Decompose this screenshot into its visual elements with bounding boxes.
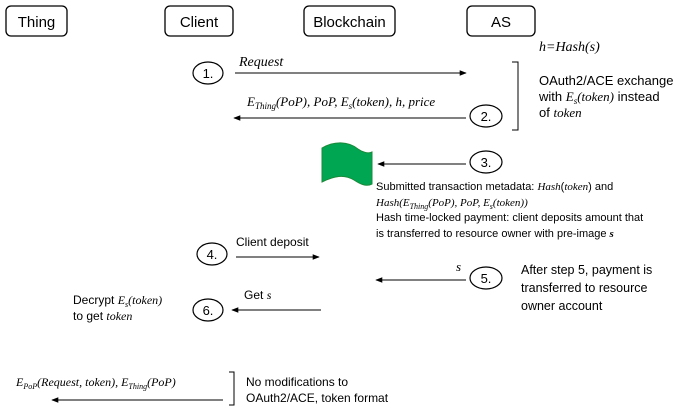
actor-thing-label: Thing	[18, 14, 56, 31]
get-s-label: Get s	[244, 288, 272, 302]
no-mod-line1: No modifications to	[246, 375, 348, 389]
submitted-metadata-line2: Hash(EThing(PoP), PoP, Es(token))	[375, 197, 528, 211]
htl-payment-line1: Hash time-locked payment: client deposit…	[376, 212, 643, 224]
step-4-number: 4.	[207, 247, 218, 262]
step-1: 1.	[192, 61, 224, 85]
actor-thing: Thing	[5, 5, 68, 37]
oauth-bracket	[512, 61, 519, 131]
bottom-message-label: EPoP(Request, token), EThing(PoP)	[15, 375, 176, 391]
step-2-number: 2.	[481, 109, 492, 124]
after-step5-line2: transferred to resource	[521, 281, 647, 295]
step-2: 2.	[469, 104, 503, 128]
ledger-icon	[321, 142, 373, 186]
hash-definition: h=Hash(s)	[539, 40, 600, 55]
actor-as: AS	[466, 5, 536, 37]
decrypt-line2: to get token	[73, 309, 132, 323]
no-mod-bracket	[229, 371, 235, 406]
step2-response-label: EThing(PoP), PoP, Es(token), h, price	[246, 94, 435, 111]
submitted-metadata-line1: Submitted transaction metadata: Hash(tok…	[376, 181, 613, 193]
step-5: 5.	[469, 266, 503, 290]
actor-as-label: AS	[491, 14, 511, 31]
oauth-note-line1: OAuth2/ACE exchange	[539, 73, 673, 88]
no-mod-line2: OAuth2/ACE, token format	[246, 391, 389, 405]
actor-blockchain: Blockchain	[303, 5, 396, 37]
step-6: 6.	[192, 298, 224, 322]
oauth-note-line2: with Es(token) instead	[538, 89, 660, 106]
decrypt-line1: Decrypt Es(token)	[73, 293, 162, 309]
step-3: 3.	[469, 150, 503, 174]
actor-client-label: Client	[180, 14, 219, 31]
after-step5-line1: After step 5, payment is	[521, 263, 652, 277]
step-1-number: 1.	[203, 66, 214, 81]
actor-blockchain-label: Blockchain	[313, 14, 386, 31]
step-4: 4.	[196, 242, 228, 266]
actor-client: Client	[164, 5, 234, 37]
s-label: s	[456, 259, 461, 274]
after-step5-line3: owner account	[521, 299, 603, 313]
htl-payment-line2: is transferred to resource owner with pr…	[376, 228, 614, 240]
step-3-number: 3.	[481, 155, 492, 170]
request-label: Request	[238, 55, 284, 70]
step-6-number: 6.	[203, 303, 214, 318]
oauth-note-line3: of token	[539, 105, 582, 120]
step-5-number: 5.	[481, 271, 492, 286]
client-deposit-label: Client deposit	[236, 235, 309, 249]
